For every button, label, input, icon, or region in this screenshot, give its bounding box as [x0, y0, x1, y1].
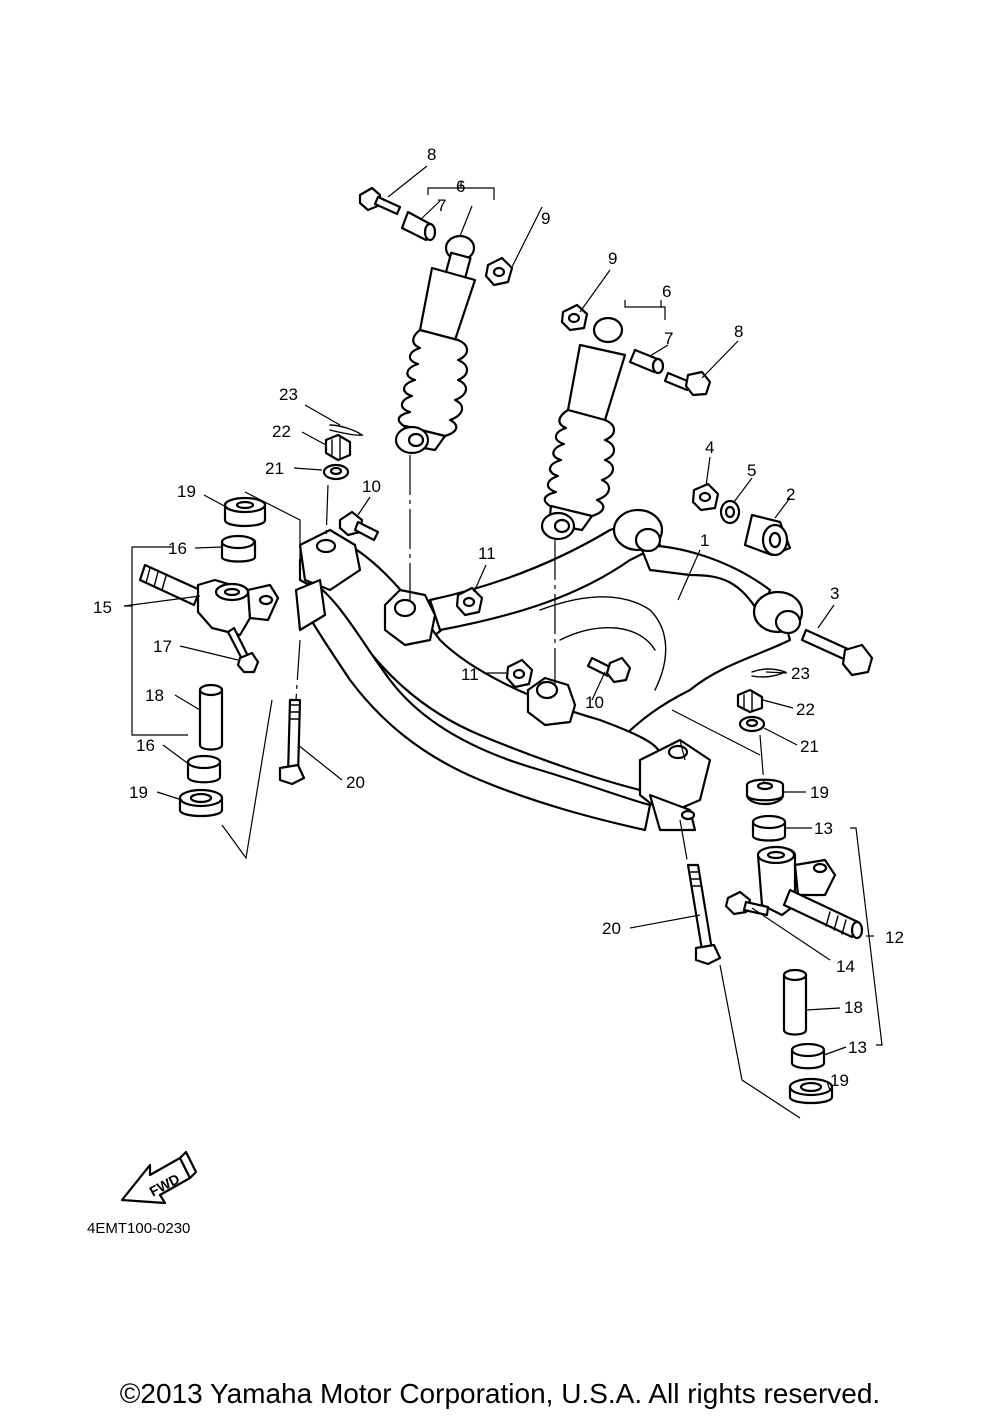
- callout-23-left: 23: [279, 385, 298, 404]
- callout-9-left: 9: [541, 209, 550, 228]
- callout-9-right: 9: [608, 249, 617, 268]
- callout-7-right: 7: [664, 329, 673, 348]
- callout-11-left: 11: [478, 544, 496, 563]
- callout-12: 12: [885, 928, 904, 947]
- callout-16-left-top: 16: [168, 539, 187, 558]
- callout-5: 5: [747, 461, 756, 480]
- callout-23-right: 23: [791, 664, 810, 683]
- alignment-lines: [221, 455, 801, 1119]
- callout-labels: 8 6 7 9 9 6 7 8 23 22 21 19 10 4 5 2 1 3…: [93, 145, 904, 1090]
- callout-4: 4: [705, 438, 714, 457]
- diagram-code: 4EMT100-0230: [87, 1220, 190, 1237]
- callout-1: 1: [700, 531, 709, 550]
- callout-8-right: 8: [734, 322, 743, 341]
- callout-10-right: 10: [585, 693, 604, 712]
- callout-19-left-top: 19: [177, 482, 196, 501]
- callout-19-right-top: 19: [810, 783, 829, 802]
- shock-absorber-left: [394, 234, 477, 455]
- callout-13-right-bottom: 13: [848, 1038, 867, 1057]
- callout-18-right: 18: [844, 998, 863, 1017]
- leader-lines: [123, 165, 847, 1091]
- callout-22-left: 22: [272, 422, 291, 441]
- fwd-arrow-icon: FWD: [120, 1150, 198, 1205]
- callout-11-right: 11: [461, 665, 479, 684]
- callout-19-left-bottom: 19: [129, 783, 148, 802]
- callout-14: 14: [836, 957, 855, 976]
- shock-absorber-right: [540, 316, 627, 541]
- callout-6-left: 6: [456, 177, 465, 196]
- hardware: [322, 186, 874, 806]
- callout-7-left: 7: [437, 196, 446, 215]
- knuckle-right: [686, 814, 864, 1105]
- callout-18-left: 18: [145, 686, 164, 705]
- callout-6-right: 6: [662, 282, 671, 301]
- callout-21-left: 21: [265, 459, 284, 478]
- callout-10-left: 10: [362, 477, 381, 496]
- copyright-notice: ©2013 Yamaha Motor Corporation, U.S.A. A…: [119, 1378, 881, 1409]
- swingarm-frame: [294, 508, 804, 832]
- group-brackets: [124, 182, 883, 1046]
- callout-17: 17: [153, 637, 172, 656]
- callout-19-right-bottom: 19: [830, 1071, 849, 1090]
- callout-16-left-bottom: 16: [136, 736, 155, 755]
- callout-2: 2: [786, 485, 795, 504]
- callout-8-left: 8: [427, 145, 436, 164]
- callout-21-right: 21: [800, 737, 819, 756]
- callout-15: 15: [93, 598, 112, 617]
- callout-20-left: 20: [346, 773, 365, 792]
- callout-13-right-top: 13: [814, 819, 833, 838]
- knuckle-left: [138, 496, 306, 818]
- callout-22-right: 22: [796, 700, 815, 719]
- callout-3: 3: [830, 584, 839, 603]
- callout-20-right: 20: [602, 919, 621, 938]
